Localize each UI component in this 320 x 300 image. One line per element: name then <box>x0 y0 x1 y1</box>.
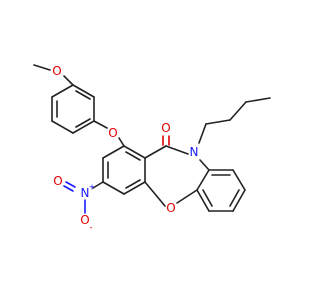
nitro-ring-bond-1 <box>123 145 146 159</box>
bond-ring-nitro-n <box>92 181 104 189</box>
phenyl-double-1 <box>75 90 91 100</box>
bond-phenyl-ether-o <box>93 120 108 129</box>
nitro-nitrogen-charge: + <box>89 183 96 192</box>
benzo-ring-bond-2 <box>232 169 246 191</box>
ether-oxygen-label: O <box>108 126 117 140</box>
amide-nitrogen-label: N <box>190 145 199 159</box>
bond-n-butyl-1 <box>198 123 207 144</box>
bond-ring-o-nitro-ring <box>144 181 166 207</box>
methoxy-oxygen-label: O <box>52 64 61 78</box>
nitro-ring-double-1 <box>125 151 141 161</box>
phenyl-bond-4 <box>51 120 74 134</box>
atom-label-layer: O O O N O N + O - O <box>52 64 198 233</box>
phenyl-double-2 <box>75 118 91 128</box>
bond-ether-o-ring <box>118 137 125 147</box>
benzo-ring-bond-5 <box>196 189 210 212</box>
bond-n-ring <box>199 159 210 171</box>
bond-methyl-o <box>33 64 51 71</box>
bond-layer <box>33 64 271 214</box>
ring-oxygen-label: O <box>166 201 175 215</box>
benzo-ring-bond-6 <box>196 169 210 191</box>
phenyl-bond-6 <box>51 84 74 98</box>
bond-butyl-3 <box>229 101 247 121</box>
nitro-oxygen-single-label: O <box>80 213 89 227</box>
bond-ring-carbonyl <box>144 145 167 159</box>
bond-nitro-n-o-double-a <box>63 185 74 192</box>
benzo-ring-double-2 <box>229 189 240 207</box>
benzo-ring-bond-3 <box>232 189 246 212</box>
nitro-nitrogen-label: N <box>81 186 90 200</box>
nitro-oxygen-double-label: O <box>53 174 62 188</box>
bond-butyl-2 <box>205 119 231 125</box>
bond-benzo-ring-o <box>176 189 198 204</box>
phenyl-bond-1 <box>72 84 95 98</box>
molecule-structure-diagram: O O O N O N + O - O <box>33 64 271 233</box>
bond-o-phenyl <box>63 75 74 86</box>
nitro-ring-bond-4 <box>102 181 125 195</box>
phenyl-bond-3 <box>72 120 95 134</box>
carbonyl-oxygen-label: O <box>161 121 170 135</box>
benzo-ring-double-3 <box>202 189 213 207</box>
nitro-ring-double-2 <box>125 179 141 189</box>
bond-nitro-n-o-double-b <box>65 181 76 188</box>
nitro-ring-bond-3 <box>123 181 146 195</box>
nitro-ring-bond-6 <box>102 145 125 159</box>
bond-carbonyl-n <box>165 145 189 155</box>
bond-butyl-4 <box>245 97 271 103</box>
nitro-oxygen-single-charge: - <box>89 223 92 233</box>
